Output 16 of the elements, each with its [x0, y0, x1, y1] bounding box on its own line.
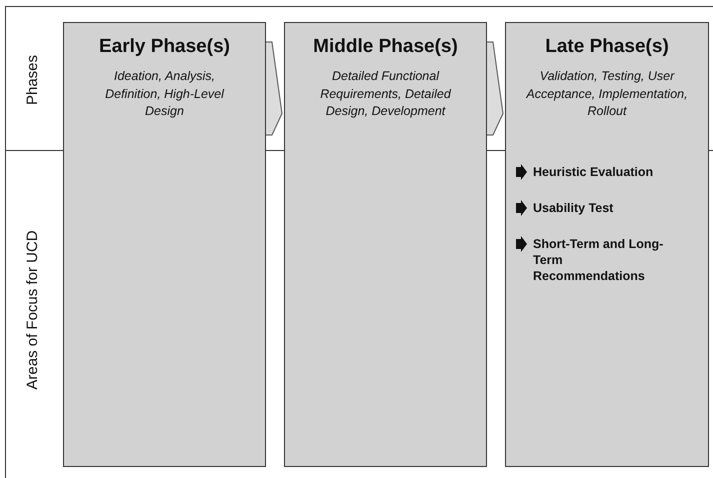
phase-title: Late Phase(s)	[544, 36, 670, 58]
focus-item: Heuristic Evaluation	[533, 164, 654, 180]
focus-item: Usability Test	[533, 200, 614, 216]
focus-item: Short-Term and Long-Term Recommendations	[533, 236, 664, 284]
chevron-arrow	[486, 42, 504, 136]
row-label: Phases	[23, 54, 42, 108]
phase-column	[63, 22, 266, 467]
phase-description: Ideation, Analysis, Definition, High-Level Design	[104, 68, 226, 120]
chevron-arrow	[266, 42, 283, 136]
phase-column	[284, 22, 487, 467]
phase-description: Validation, Testing, User Acceptance, Implementation, Rollout	[524, 68, 689, 120]
phase-title: Middle Phase(s)	[312, 36, 459, 58]
row-label: Areas of Focus for UCD	[23, 229, 42, 392]
phase-description: Detailed Functional Requirements, Detailed Design, Development	[319, 68, 452, 120]
phase-title: Early Phase(s)	[98, 36, 231, 58]
phase-column	[505, 22, 709, 467]
